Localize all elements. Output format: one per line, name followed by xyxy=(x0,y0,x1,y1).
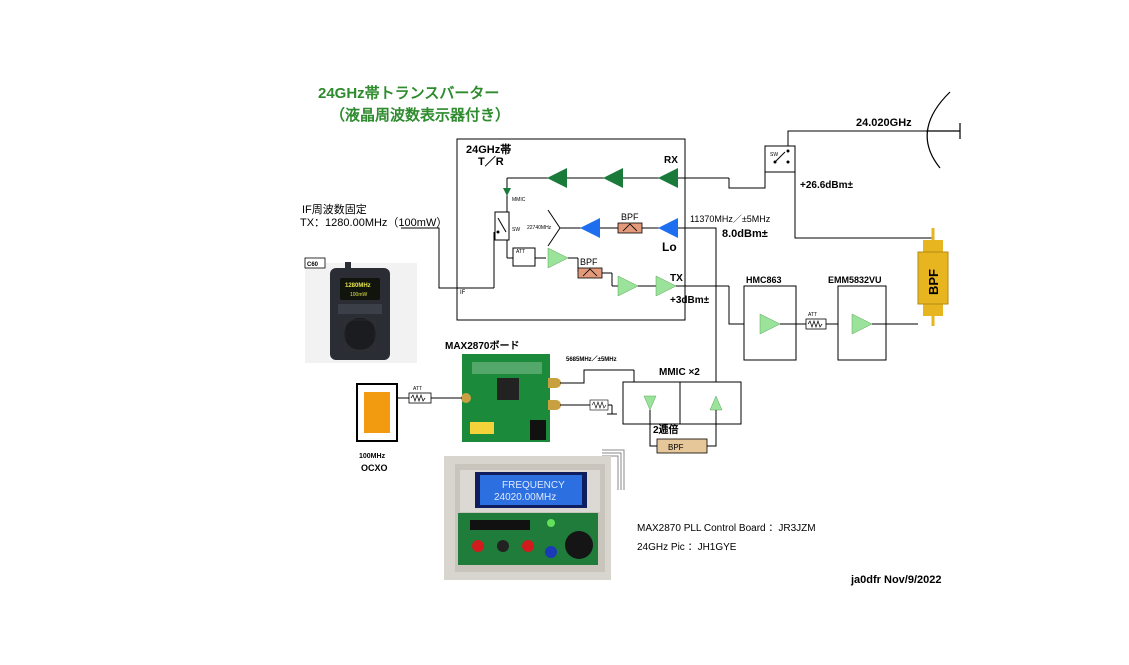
tx-amp-2 xyxy=(655,275,677,297)
credit-line2: 24GHz Pic ：JH1GYE xyxy=(637,542,737,553)
tx-label: TX xyxy=(670,273,683,284)
rx-amp-1 xyxy=(658,168,678,188)
hmc863-amp xyxy=(759,313,781,335)
signature: ja0dfr Nov/9/2022 xyxy=(850,574,942,586)
lo-label: Lo xyxy=(662,240,677,254)
if-freq: TX：1280.00MHz（100mW） xyxy=(300,216,447,229)
ocxo-att-label: ATT xyxy=(413,386,422,392)
doubler-bpf xyxy=(656,438,708,454)
lo-freq-label: 22740MHz xyxy=(527,225,552,231)
doubler-label: 2逓倍 xyxy=(653,423,679,436)
mmic-label: MMIC xyxy=(512,197,526,203)
transverter-box xyxy=(456,138,686,321)
if-wire xyxy=(401,227,457,289)
doubler-bpf-label: BPF xyxy=(668,443,684,452)
rx-power: +26.6dBm± xyxy=(800,180,854,191)
if-port-label: IF xyxy=(460,290,466,296)
tx-power: +3dBm± xyxy=(670,295,710,306)
internal-att xyxy=(512,247,536,267)
lo-amp-1 xyxy=(658,218,678,238)
internal-switch-label: SW xyxy=(512,227,520,233)
tx-bpf-label: BPF xyxy=(580,257,598,267)
max2870-board-label: MAX2870ボード xyxy=(445,339,519,352)
tx-amp-1 xyxy=(617,275,639,297)
mmic-amp xyxy=(503,188,511,196)
emm5832vu-label: EMM5832VU xyxy=(828,275,882,285)
external-switch xyxy=(764,145,796,173)
ocxo-crystal xyxy=(364,392,390,433)
internal-att-label: ATT xyxy=(516,249,525,255)
if-title: IF周波数固定 xyxy=(302,202,367,216)
mmic-x2-label: MMIC ×2 xyxy=(659,367,700,378)
rx-amp-2 xyxy=(603,168,623,188)
big-bpf xyxy=(917,251,949,305)
radio-display-line1: 1280MHz xyxy=(345,283,371,289)
title-line1: 24GHz帯トランスバーター xyxy=(318,84,499,102)
rx-label: RX xyxy=(664,155,678,166)
transverter-label-tr: T／R xyxy=(478,155,504,168)
lo-bpf xyxy=(617,222,643,234)
lo-amp-2 xyxy=(580,218,600,238)
lcd-controller-image xyxy=(444,456,611,580)
big-bpf-label: BPF xyxy=(926,269,941,295)
output-att-label: ATT xyxy=(808,312,817,318)
title-line2: （液晶周波数表示器付き） xyxy=(330,106,510,124)
doubler-amp-1 xyxy=(643,395,657,411)
max2870-board-image xyxy=(461,354,561,442)
transverter-label: 24GHz帯 xyxy=(466,142,511,156)
radio-display-line2: 100mW xyxy=(350,292,368,298)
max-out-freq: 5685MHz／±5MHz xyxy=(566,355,617,363)
lcd-line1: FREQUENCY xyxy=(502,480,565,491)
lo-power: 8.0dBm± xyxy=(722,228,768,240)
lo-input-freq: 11370MHz／±5MHz xyxy=(690,214,771,224)
emm5832vu-amp xyxy=(851,313,873,335)
antenna-dish-icon xyxy=(926,91,951,169)
mmic-doubler-2 xyxy=(679,381,742,425)
ocxo-label: OCXO xyxy=(361,463,388,473)
antenna-freq: 24.020GHz xyxy=(856,117,912,129)
lo-bpf-label: BPF xyxy=(621,212,639,222)
lcd-line2: 24020.00MHz xyxy=(494,492,556,503)
credit-line1: MAX2870 PLL Control Board ：JR3JZM xyxy=(637,523,816,534)
output-att xyxy=(805,318,827,330)
radio-tag: C60 xyxy=(307,262,319,268)
handheld-radio-image: 1280MHz 100mW xyxy=(305,262,417,363)
external-switch-label: SW xyxy=(770,152,778,158)
hmc863-label: HMC863 xyxy=(746,275,782,285)
rx-amp-3 xyxy=(547,168,567,188)
antenna-feed xyxy=(787,130,926,146)
ocxo-freq: 100MHz xyxy=(359,453,386,460)
tx-amp-pre xyxy=(547,247,569,269)
